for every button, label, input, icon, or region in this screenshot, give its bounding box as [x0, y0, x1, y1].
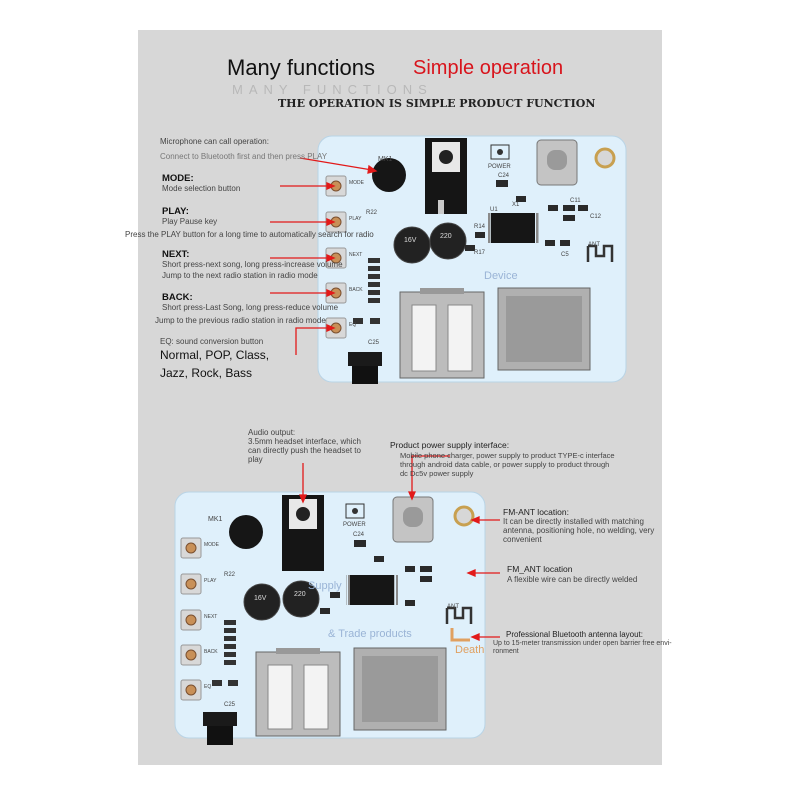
bottom-label-power: POWER — [343, 522, 366, 528]
callout-bt-ant-desc2: ronment — [493, 648, 519, 655]
top-btn-next-label: NEXT — [349, 252, 363, 258]
top-label-c12: C12 — [590, 214, 602, 220]
callout-play-title: PLAY: — [162, 206, 189, 217]
callout-play-desc2: Press the PLAY button for a long time to… — [125, 230, 374, 239]
callout-audio-desc2: can directly push the headset to — [248, 446, 361, 455]
callout-mic-desc: Connect to Bluetooth first and then pres… — [160, 152, 328, 161]
top-label-u1: U1 — [490, 207, 498, 213]
top-label-c11: C11 — [570, 198, 581, 204]
bottom-leader-lines — [299, 455, 500, 641]
watermark-supply: Supply — [308, 580, 342, 592]
callout-fmant-loc-title: FM-ANT location: — [503, 507, 569, 517]
bottom-label-r22: R22 — [224, 572, 236, 578]
callout-audio-desc3: play — [248, 455, 263, 464]
callout-power-desc3: dc Dc5v power supply — [400, 469, 474, 478]
callout-next-title: NEXT: — [162, 249, 190, 260]
callout-eq-line2: Jazz, Rock, Bass — [160, 366, 253, 380]
title-main: Many functions — [227, 55, 375, 80]
bottom-label-cap2: 220 — [294, 591, 306, 598]
bottom-ic-chip — [350, 575, 394, 605]
callout-back-desc1: Short press-Last Song, long press-reduce… — [162, 303, 339, 312]
bottom-btn-eq-label: EQ — [204, 684, 212, 690]
callout-audio-title: Audio output: — [248, 428, 296, 437]
top-label-cap1: 16V — [404, 237, 417, 244]
top-label-r14: R14 — [474, 224, 486, 230]
top-label-c5: C5 — [561, 252, 569, 258]
top-label-mic: MK1 — [378, 156, 393, 163]
bottom-btn-mode-label: MODE — [204, 542, 219, 548]
bottom-label-ant: ANT — [447, 604, 459, 610]
callout-bt-ant-title: Professional Bluetooth antenna layout: — [506, 630, 643, 639]
bottom-mount-hole — [453, 505, 475, 527]
callout-fmant-desc: A flexible wire can be directly welded — [507, 575, 638, 584]
callout-mode-desc: Mode selection button — [162, 184, 241, 193]
top-ic-chip — [491, 213, 535, 243]
top-label-c25: C25 — [368, 340, 380, 346]
callout-eq-line1: Normal, POP, Class, — [160, 348, 270, 362]
callout-power-desc2: through android data cable, or power sup… — [400, 460, 610, 469]
top-board — [317, 135, 627, 384]
callout-eq-desc: EQ: sound conversion button — [160, 337, 264, 346]
callout-next-desc2: Jump to the next radio station in radio … — [162, 271, 318, 280]
bottom-microphone — [229, 515, 263, 549]
top-label-x1: X1 — [512, 202, 520, 208]
top-label-cap2: 220 — [440, 233, 452, 240]
callout-power-title: Product power supply interface: — [390, 440, 510, 450]
title-ghost: MANY FUNCTIONS — [232, 82, 433, 97]
callout-mic-title: Microphone can call operation: — [160, 137, 269, 146]
bottom-btn-next-label: NEXT — [204, 614, 218, 620]
bottom-label-c24: C24 — [353, 532, 365, 538]
callout-mode-title: MODE: — [162, 173, 194, 184]
top-microphone — [372, 158, 406, 192]
top-btn-eq-label: EQ — [349, 322, 357, 328]
callout-fmant-loc-desc3: convenient — [503, 535, 542, 544]
bottom-label-cap1: 16V — [254, 595, 267, 602]
callout-back-title: BACK: — [162, 292, 193, 303]
bottom-label-c25: C25 — [224, 702, 236, 708]
bottom-btn-play-label: PLAY — [204, 578, 217, 584]
bottom-capacitors — [243, 580, 320, 621]
subtitle: THE OPERATION IS SIMPLE PRODUCT FUNCTION — [278, 97, 596, 110]
callout-back-desc2: Jump to the previous radio station in ra… — [155, 316, 326, 325]
watermark-trade: & Trade products — [328, 628, 412, 640]
callout-play-desc1: Play Pause key — [162, 217, 218, 226]
top-capacitors — [393, 222, 467, 264]
top-btn-back-label: BACK — [349, 287, 363, 293]
callout-power-desc1: Mobile phone charger, power supply to pr… — [400, 451, 615, 460]
title-accent: Simple operation — [413, 57, 564, 79]
bottom-buttons — [180, 537, 202, 701]
bottom-label-mic: MK1 — [208, 516, 223, 523]
callout-audio-desc1: 3.5mm headset interface, which — [248, 437, 361, 446]
top-btn-mode-label: MODE — [349, 180, 364, 186]
top-buttons — [325, 175, 347, 339]
callout-next-desc1: Short press-next song, long press-increa… — [162, 260, 343, 269]
top-label-r22: R22 — [366, 210, 378, 216]
top-mount-hole — [594, 147, 616, 169]
watermark-device: Device — [484, 270, 518, 282]
bottom-board — [174, 491, 486, 745]
callout-fmant-loc-desc1: It can be directly installed with matchi… — [503, 517, 644, 526]
top-label-ant: ANT — [588, 242, 600, 248]
callout-fmant-loc-desc2: antenna, positioning hole, no welding, v… — [503, 526, 655, 535]
callout-fmant-title: FM_ANT location — [507, 564, 573, 574]
watermark-death: Death — [455, 644, 485, 656]
top-btn-play-label: PLAY — [349, 216, 362, 222]
callout-bt-ant-desc1: Up to 15-meter transmission under open b… — [493, 640, 672, 647]
top-label-power: POWER — [488, 164, 511, 170]
top-label-r17: R17 — [474, 250, 486, 256]
top-leader-lines — [270, 157, 378, 355]
bottom-btn-back-label: BACK — [204, 649, 218, 655]
top-label-c24: C24 — [498, 173, 510, 179]
